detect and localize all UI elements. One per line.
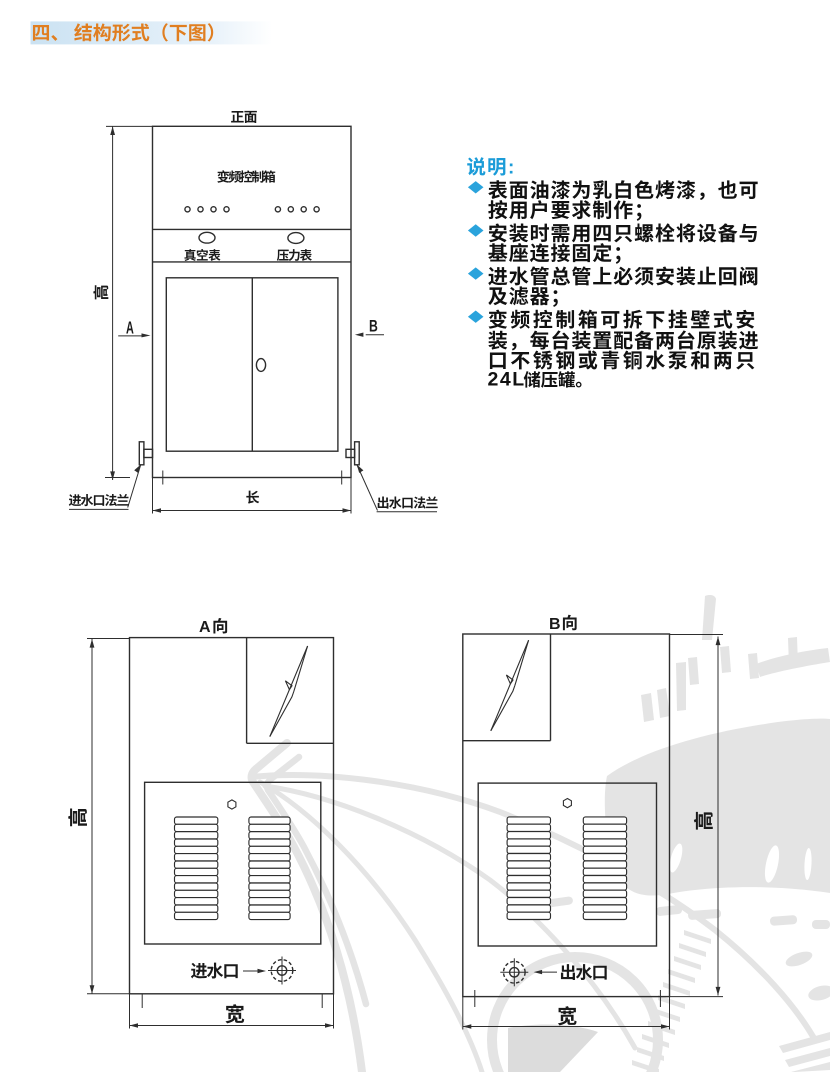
- svg-text:B: B: [549, 616, 561, 633]
- svg-text:24L: 24L: [488, 369, 526, 391]
- svg-text::: :: [508, 158, 514, 179]
- svg-text:B: B: [369, 318, 378, 336]
- svg-text:A: A: [199, 619, 211, 636]
- svg-text:A: A: [126, 319, 134, 338]
